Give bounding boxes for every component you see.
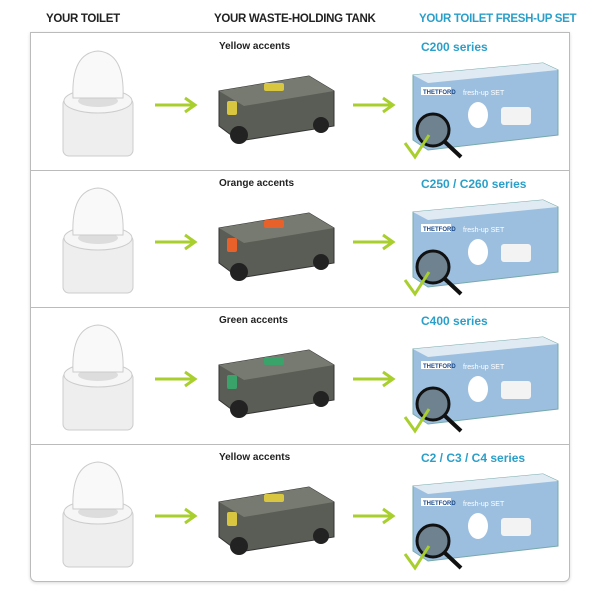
waste-tank-image xyxy=(218,212,335,281)
toilet-series-label: C200 series xyxy=(421,40,488,54)
waste-tank-image xyxy=(218,486,335,555)
arrow-right-icon xyxy=(155,370,198,388)
fresh-up-set-box-image: THETFORD fresh-up SET xyxy=(403,473,559,571)
table-row: Green accents C400 series THETFORD fresh… xyxy=(31,307,569,445)
svg-text:THETFORD: THETFORD xyxy=(423,90,456,96)
waste-tank-image xyxy=(218,75,335,144)
fresh-up-set-box-image: THETFORD fresh-up SET xyxy=(403,336,559,434)
tank-accent-label: Green accents xyxy=(219,315,288,326)
arrow-right-icon xyxy=(155,507,198,525)
toilet-image xyxy=(62,187,134,294)
table-row: Orange accents C250 / C260 series THETFO… xyxy=(31,170,569,308)
svg-text:THETFORD: THETFORD xyxy=(423,227,456,233)
waste-tank-image xyxy=(218,349,335,418)
toilet-image xyxy=(62,324,134,431)
compatibility-table: Yellow accents C200 series THETFORD fres… xyxy=(30,32,570,582)
svg-text:fresh-up SET: fresh-up SET xyxy=(463,364,505,371)
toilet-series-label: C2 / C3 / C4 series xyxy=(421,451,526,465)
tank-accent-label: Orange accents xyxy=(219,178,295,189)
toilet-image xyxy=(62,50,134,157)
svg-text:THETFORD: THETFORD xyxy=(423,501,456,507)
header-fresh-up-set: YOUR TOILET FRESH-UP SET xyxy=(419,13,577,25)
table-row: Yellow accents C200 series THETFORD fres… xyxy=(31,33,569,171)
svg-text:fresh-up SET: fresh-up SET xyxy=(463,501,505,508)
arrow-right-icon xyxy=(353,370,396,388)
svg-text:THETFORD: THETFORD xyxy=(423,364,456,370)
svg-text:fresh-up SET: fresh-up SET xyxy=(463,90,505,97)
header-toilet: YOUR TOILET xyxy=(46,13,120,25)
tank-accent-label: Yellow accents xyxy=(219,41,291,52)
fresh-up-set-box-image: THETFORD fresh-up SET xyxy=(403,62,559,160)
toilet-image xyxy=(62,461,134,568)
tank-accent-label: Yellow accents xyxy=(219,452,291,463)
svg-text:fresh-up SET: fresh-up SET xyxy=(463,227,505,234)
arrow-right-icon xyxy=(353,96,396,114)
arrow-right-icon xyxy=(155,96,198,114)
toilet-series-label: C400 series xyxy=(421,314,488,328)
arrow-right-icon xyxy=(353,507,396,525)
header-tank: YOUR WASTE-HOLDING TANK xyxy=(214,13,376,25)
table-row: Yellow accents C2 / C3 / C4 series THETF… xyxy=(31,444,569,581)
arrow-right-icon xyxy=(353,233,396,251)
toilet-series-label: C250 / C260 series xyxy=(421,177,527,191)
arrow-right-icon xyxy=(155,233,198,251)
fresh-up-set-box-image: THETFORD fresh-up SET xyxy=(403,199,559,297)
